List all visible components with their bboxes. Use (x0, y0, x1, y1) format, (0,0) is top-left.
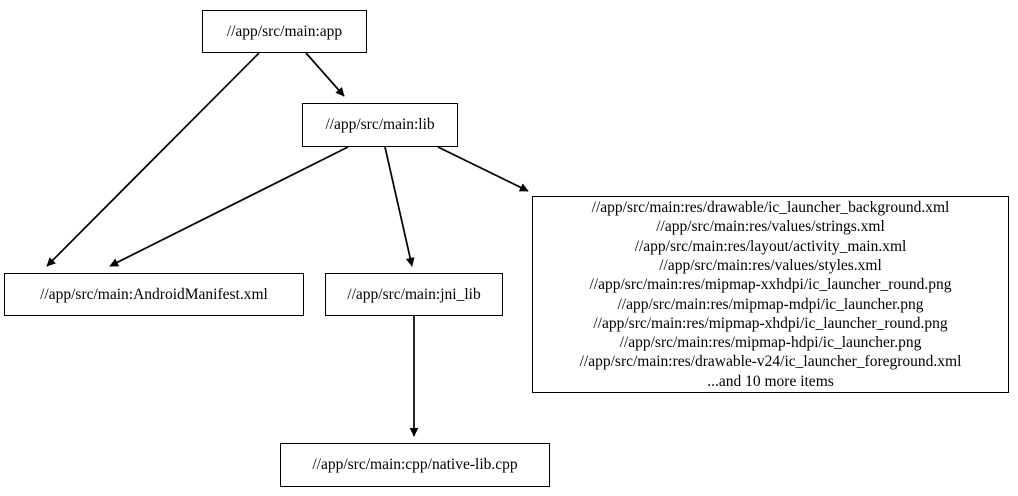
res-line: //app/src/main:res/mipmap-xxhdpi/ic_laun… (589, 276, 952, 294)
res-line: //app/src/main:res/drawable/ic_launcher_… (591, 199, 950, 217)
res-line: //app/src/main:res/drawable-v24/ic_launc… (579, 353, 962, 371)
res-line-more-items: ...and 10 more items (707, 372, 834, 390)
edge-lib-to-res (437, 146, 529, 192)
graph-node-app[interactable]: //app/src/main:app (202, 10, 367, 53)
graph-node-app-label: //app/src/main:app (226, 22, 343, 40)
graph-node-android-manifest[interactable]: //app/src/main:AndroidManifest.xml (4, 273, 304, 316)
graph-node-android-manifest-label: //app/src/main:AndroidManifest.xml (40, 285, 268, 303)
res-line: //app/src/main:res/mipmap-hdpi/ic_launch… (619, 334, 922, 352)
graph-node-res-group[interactable]: //app/src/main:res/drawable/ic_launcher_… (532, 196, 1009, 393)
graph-node-res-group-label: //app/src/main:res/drawable/ic_launcher_… (574, 198, 968, 391)
graph-node-jni-lib-label: //app/src/main:jni_lib (347, 285, 481, 303)
res-line: //app/src/main:res/values/styles.xml (659, 256, 882, 274)
graph-node-lib[interactable]: //app/src/main:lib (302, 103, 458, 147)
graph-node-native-lib-cpp[interactable]: //app/src/main:cpp/native-lib.cpp (280, 443, 550, 487)
graph-node-jni-lib[interactable]: //app/src/main:jni_lib (325, 273, 503, 316)
res-line: //app/src/main:res/mipmap-mdpi/ic_launch… (617, 295, 924, 313)
graph-node-lib-label: //app/src/main:lib (325, 116, 435, 134)
edge-app-to-lib (305, 52, 345, 97)
edge-lib-to-manifest (109, 146, 349, 267)
res-line: //app/src/main:res/values/strings.xml (656, 218, 885, 236)
graph-node-native-lib-cpp-label: //app/src/main:cpp/native-lib.cpp (312, 456, 518, 474)
edge-app-to-manifest (46, 52, 260, 267)
res-line: //app/src/main:res/mipmap-xhdpi/ic_launc… (593, 314, 948, 332)
edge-lib-to-jni-lib (384, 146, 415, 267)
res-line: //app/src/main:res/layout/activity_main.… (634, 237, 907, 255)
